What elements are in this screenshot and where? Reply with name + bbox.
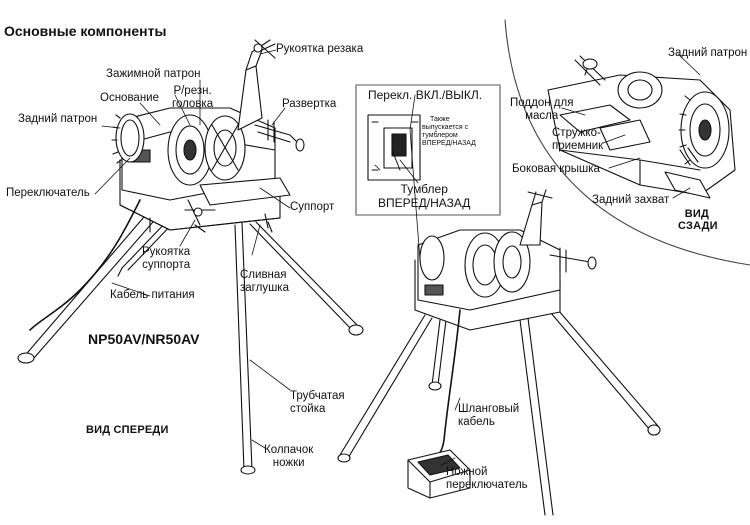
inset-note: Также выпускается с тумблером ВПЕРЕД/НАЗ… [422,116,476,148]
label-die-head: Р/резн. головка [172,85,213,111]
front-view-caption: ВИД СПЕРЕДИ [86,424,169,436]
page-title: Основные компоненты [4,23,167,39]
label-oil-pan-line1: Поддон для [510,97,574,109]
front-chuck [167,114,213,186]
label-toggle-switch: Тумблер ВПЕРЕД/НАЗАД [378,182,470,210]
label-chip-tray-line2: приемник [552,140,604,152]
label-oil-pan: Поддон для масла [510,97,573,123]
rear-view-caption-line1: ВИД [684,208,710,220]
label-carriage-handle-line2: суппорта [142,259,191,271]
switch-inset-frame [355,84,501,216]
inset-note-line3: тумблером [422,132,458,139]
rear-view-caption: ВИД СЗАДИ [676,208,718,232]
rear-grip [664,171,711,199]
front-reamer [254,119,305,152]
front-machine-legs [17,209,364,475]
side-machine-legs [337,295,661,516]
front-power-cable [29,199,141,331]
rear-view-arc [504,19,750,266]
label-rear-grip: Задний захват [592,194,670,206]
label-leg-cap-line1: Колпачок [264,444,314,456]
front-die-head [204,115,246,181]
front-rear-chuck [111,113,145,164]
rear-view-machine [504,19,750,266]
label-reamer: Развертка [282,98,337,110]
label-chip-tray: Стружко- приемник [548,127,603,153]
rear-view-caption-line2: СЗАДИ [678,220,718,232]
label-hose-cable: Шланговый кабель [458,403,519,429]
label-power-cable: Кабель питания [110,289,195,301]
side-die-head [493,231,531,293]
label-carriage: Суппорт [290,201,335,213]
front-cutter-assembly [237,39,276,131]
leader-lines [94,49,701,467]
rear-view-rear-chuck [678,91,730,169]
label-drain-plug-line2: заглушка [240,282,289,294]
label-switch: Переключатель [6,187,90,199]
side-view-machine [337,189,661,516]
inset-note-line1: Также [430,116,450,123]
label-tube-leg: Трубчатая стойка [290,390,345,416]
oil-pan [559,104,631,133]
label-hose-cable-line1: Шланговый [458,403,520,415]
label-side-cover: Боковая крышка [512,163,600,175]
label-on-off-switch: Перекл. ВКЛ./ВЫКЛ. [368,88,483,102]
label-leg-cap-line2: ножки [272,457,305,469]
label-leg-cap: Колпачок ножки [264,444,313,470]
label-toggle-switch-line2: ВПЕРЕД/НАЗАД [378,196,471,210]
label-foot-switch-line1: Ножной [446,466,488,478]
label-foot-switch: Ножной переключатель [446,466,528,492]
label-die-head-line2: головка [172,98,214,110]
inset-note-line2: выпускается с [422,124,469,131]
label-toggle-switch-line1: Тумблер [400,182,448,196]
label-drain-plug: Сливная заглушка [240,269,289,295]
label-base: Основание [100,92,159,104]
label-drain-plug-line1: Сливная [240,269,287,281]
front-view-machine [17,39,364,475]
label-foot-switch-line2: переключатель [446,479,528,491]
switch-inset [355,84,501,216]
label-rear-chuck-rear: Задний патрон [668,47,748,59]
label-tube-leg-line2: стойка [290,403,326,415]
label-oil-pan-line2: масла [525,110,559,122]
label-carriage-handle-line1: Рукоятка [142,246,191,258]
label-tube-leg-line1: Трубчатая [290,390,345,402]
label-hose-cable-line2: кабель [458,416,495,428]
label-cutter-handle: Рукоятка резака [276,43,364,55]
label-chip-tray-line1: Стружко- [552,127,601,139]
label-chuck: Зажимной патрон [106,68,201,80]
label-carriage-handle: Рукоятка суппорта [142,246,190,272]
front-carriage [199,177,291,206]
inset-note-line4: ВПЕРЕД/НАЗАД [422,140,476,147]
label-rear-chuck: Задний патрон [18,113,98,125]
label-die-head-line1: Р/резн. [173,85,212,97]
model-name: NP50AV/NR50AV [88,331,200,347]
